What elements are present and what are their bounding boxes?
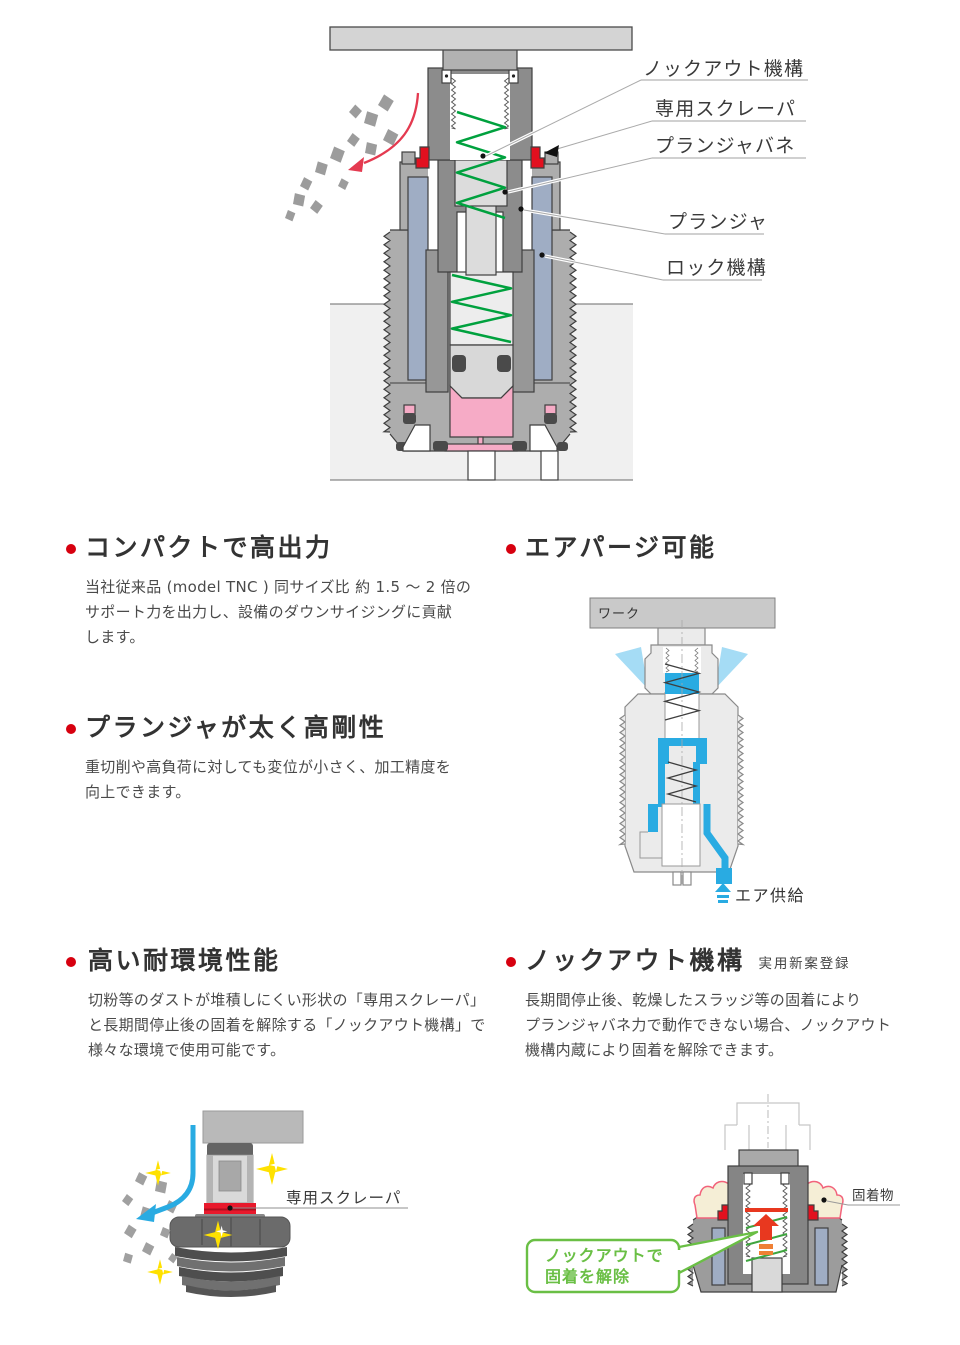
callout-scraper: 専用スクレーパ bbox=[544, 98, 806, 157]
section-environment-head: 高い耐環境性能 bbox=[66, 946, 496, 976]
lock-mechanism-sleeves bbox=[390, 176, 570, 393]
callout-lock-mechanism: ロック機構 bbox=[539, 252, 767, 282]
plunger-collar bbox=[727, 1165, 809, 1293]
knockout-callout-line1: ノックアウトで bbox=[545, 1246, 664, 1265]
work-label: ワーク bbox=[598, 607, 640, 622]
utility-model-badge: 実用新案登録 bbox=[758, 956, 851, 972]
label-plunger-spring: プランジャバネ bbox=[655, 135, 795, 157]
scraper-ring bbox=[717, 1204, 819, 1221]
knockout-action bbox=[745, 1208, 788, 1262]
machine-table bbox=[329, 26, 633, 51]
hydraulic-chamber bbox=[403, 384, 557, 452]
section-compact: コンパクトで高出力 当社従来品 (model TNC ) 同サイズ比 約 1.5… bbox=[66, 533, 496, 650]
callout-adhesion: 固着物 bbox=[821, 1187, 900, 1206]
support-body-3d bbox=[169, 1214, 291, 1297]
bullet-icon bbox=[506, 544, 516, 554]
weep-holes bbox=[402, 424, 558, 452]
callout-plunger-spring: プランジャバネ bbox=[502, 135, 806, 195]
section-knockout-body: 長期間停止後、乾燥したスラッジ等の固着により プランジャバネ力で動作できない場合… bbox=[525, 991, 892, 1059]
scraper-diagram-label: 専用スクレーパ bbox=[286, 1189, 401, 1207]
sparkle-icons bbox=[145, 1153, 288, 1285]
callout-scraper: 専用スクレーパ bbox=[227, 1189, 408, 1211]
section-rigidity-body: 重切削や高負荷に対しても変位が小さく、加工精度を 向上できます。 bbox=[85, 758, 452, 801]
main-cutaway-diagram: ノックアウト機構 専用スクレーパ プランジャバネ プランジャ bbox=[285, 26, 808, 481]
bullet-icon bbox=[506, 957, 516, 967]
air-device bbox=[617, 620, 746, 886]
air-purge-diagram: ワーク bbox=[589, 597, 805, 905]
air-spring bbox=[662, 663, 702, 803]
section-rigidity-head: プランジャが太く高剛性 bbox=[66, 713, 496, 743]
bottom-rods bbox=[467, 450, 559, 481]
section-rigidity: プランジャが太く高剛性 重切削や高負荷に対しても変位が小さく、加工精度を 向上で… bbox=[66, 713, 496, 805]
raised-position-outline bbox=[724, 1094, 811, 1150]
deflect-arrow bbox=[136, 1125, 196, 1222]
plunger-3d bbox=[206, 1143, 254, 1204]
callout-knockout-mechanism: ノックアウト機構 bbox=[480, 58, 808, 159]
machine-table bbox=[202, 1110, 304, 1144]
scraper-diagram: 専用スクレーパ bbox=[122, 1110, 408, 1297]
knockout-arrow-icon bbox=[753, 1214, 779, 1240]
section-air-purge-title: エアパージ可能 bbox=[525, 533, 717, 562]
callout-plunger: プランジャ bbox=[518, 206, 768, 236]
section-environment: 高い耐環境性能 切粉等のダストが堆積しにくい形状の「専用スクレーパ」 と長期間停… bbox=[66, 946, 496, 1063]
adhesion-label: 固着物 bbox=[852, 1187, 894, 1204]
section-environment-body: 切粉等のダストが堆積しにくい形状の「専用スクレーパ」 と長期間停止後の固着を解除… bbox=[88, 991, 486, 1059]
section-compact-head: コンパクトで高出力 bbox=[66, 533, 496, 563]
diagram-callouts: ノックアウト機構 専用スクレーパ プランジャバネ プランジャ bbox=[480, 58, 808, 282]
section-knockout-title: ノックアウト機構 bbox=[525, 946, 745, 975]
section-knockout: ノックアウト機構 実用新案登録 長期間停止後、乾燥したスラッジ等の固着により プ… bbox=[506, 946, 946, 1063]
knockout-callout: ノックアウトで 固着を解除 bbox=[525, 1230, 759, 1294]
bullet-icon bbox=[66, 724, 76, 734]
label-plunger: プランジャ bbox=[668, 211, 768, 233]
plunger-collar bbox=[427, 67, 533, 161]
section-knockout-head: ノックアウト機構 実用新案登録 bbox=[506, 946, 946, 976]
label-scraper: 専用スクレーパ bbox=[655, 98, 796, 120]
knockout-callout-line2: 固着を解除 bbox=[545, 1267, 630, 1286]
scraper-ring bbox=[415, 146, 545, 169]
section-environment-title: 高い耐環境性能 bbox=[88, 946, 281, 975]
plunger-spring bbox=[450, 110, 513, 344]
knockout-diagram: 固着物 ノックアウトで 固着を解除 bbox=[525, 1094, 900, 1294]
section-air-purge: エアパージ可能 bbox=[506, 533, 936, 563]
label-lock-mechanism: ロック機構 bbox=[666, 257, 767, 279]
deflect-arrow bbox=[348, 92, 420, 172]
section-compact-title: コンパクトで高出力 bbox=[85, 533, 333, 562]
air-spray-cones bbox=[615, 647, 748, 689]
bullet-icon bbox=[66, 957, 76, 967]
work-piece bbox=[589, 597, 776, 629]
bullet-icon bbox=[66, 544, 76, 554]
section-compact-body: 当社従来品 (model TNC ) 同サイズ比 約 1.5 ～ 2 倍の サポ… bbox=[85, 578, 472, 646]
seals bbox=[396, 355, 568, 451]
section-rigidity-title: プランジャが太く高剛性 bbox=[85, 713, 387, 742]
plunger-top bbox=[738, 1149, 799, 1169]
label-knockout-mechanism: ノックアウト機構 bbox=[643, 58, 804, 80]
air-supply-arrow-icon bbox=[715, 883, 731, 903]
chips bbox=[285, 94, 399, 222]
section-air-purge-head: エアパージ可能 bbox=[506, 533, 936, 563]
air-supply-label: エア供給 bbox=[735, 886, 805, 905]
